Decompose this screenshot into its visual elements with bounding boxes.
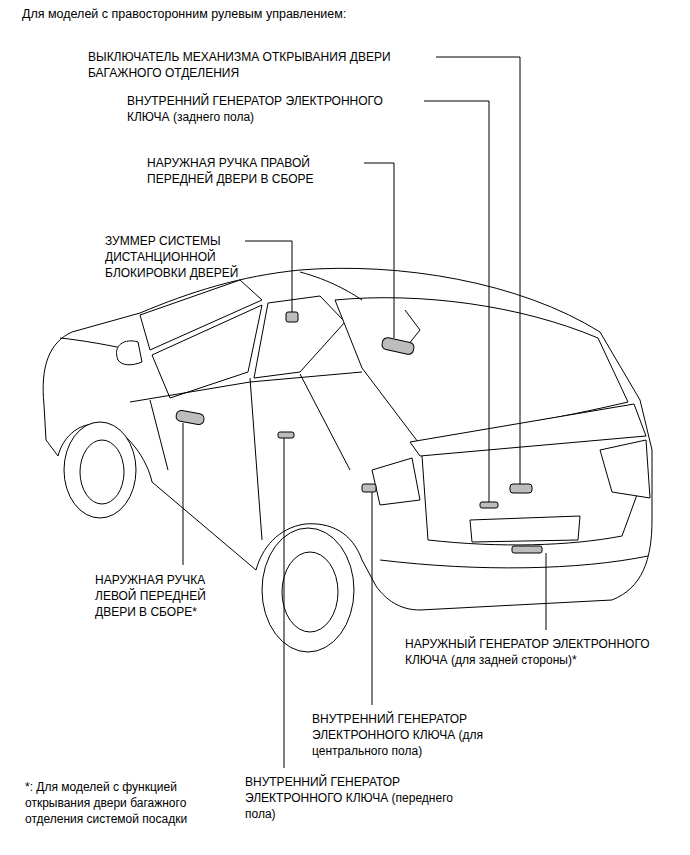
door-line — [300, 374, 350, 470]
leader-line — [372, 492, 373, 705]
rear-wheel-rim — [282, 552, 338, 632]
door-line — [250, 378, 262, 540]
front-side-window — [152, 305, 262, 398]
leader-line — [183, 423, 184, 565]
tailgate-switch-part — [510, 484, 532, 493]
part-label: ЗУММЕР СИСТЕМЫ ДИСТАНЦИОННОЙ БЛОКИРОВКИ … — [105, 233, 260, 281]
tail-light-left — [372, 458, 420, 505]
diagram-title: Для моделей с правосторонним рулевым упр… — [22, 6, 346, 22]
footnote: *: Для моделей с функцией открывания две… — [25, 779, 203, 827]
interior-seat — [405, 310, 420, 345]
rear-generator-part — [512, 546, 542, 553]
roof-line — [300, 272, 362, 300]
leader-line — [424, 101, 489, 502]
right-handle-part — [381, 337, 415, 355]
left-handle-part — [175, 410, 204, 426]
rear-floor-part — [480, 502, 498, 508]
front-wheel — [64, 422, 136, 518]
center-floor-part — [362, 484, 376, 492]
part-label: НАРУЖНАЯ РУЧКА ЛЕВОЙ ПЕРЕДНЕЙ ДВЕРИ В СБ… — [95, 572, 219, 620]
leader-line — [245, 241, 292, 312]
front-floor-part — [278, 432, 294, 438]
buzzer-part — [286, 312, 298, 322]
components — [175, 312, 542, 553]
rear-side-window — [254, 296, 345, 378]
part-label: ВНУТРЕННИЙ ГЕНЕРАТОР ЭЛЕКТРОННОГО КЛЮЧА … — [127, 93, 427, 125]
tail-light-right — [600, 440, 650, 498]
leader-line — [284, 438, 285, 768]
door-line — [150, 400, 168, 470]
car-body — [43, 268, 652, 652]
part-label: НАРУЖНАЯ РУЧКА ПРАВОЙ ПЕРЕДНЕЙ ДВЕРИ В С… — [147, 155, 362, 187]
leader-line — [364, 163, 394, 338]
rear-wheel — [262, 528, 354, 652]
belt-line — [130, 372, 362, 402]
part-label: НАРУЖНЫЙ ГЕНЕРАТОР ЭЛЕКТРОННОГО КЛЮЧА (д… — [405, 636, 679, 668]
front-wheel-rim — [80, 440, 124, 504]
side-mirror — [116, 341, 142, 365]
part-label: ВНУТРЕННИЙ ГЕНЕРАТОР ЭЛЕКТРОННОГО КЛЮЧА … — [312, 711, 494, 759]
bumper-line — [380, 556, 648, 568]
leader-line — [546, 553, 547, 630]
part-label: ВНУТРЕННИЙ ГЕНЕРАТОР ЭЛЕКТРОННОГО КЛЮЧА … — [245, 774, 483, 822]
plate-recess — [470, 516, 580, 542]
part-label: ВЫКЛЮЧАТЕЛЬ МЕХАНИЗМА ОТКРЫВАНИЯ ДВЕРИ Б… — [88, 49, 433, 81]
leader-line — [436, 57, 520, 484]
